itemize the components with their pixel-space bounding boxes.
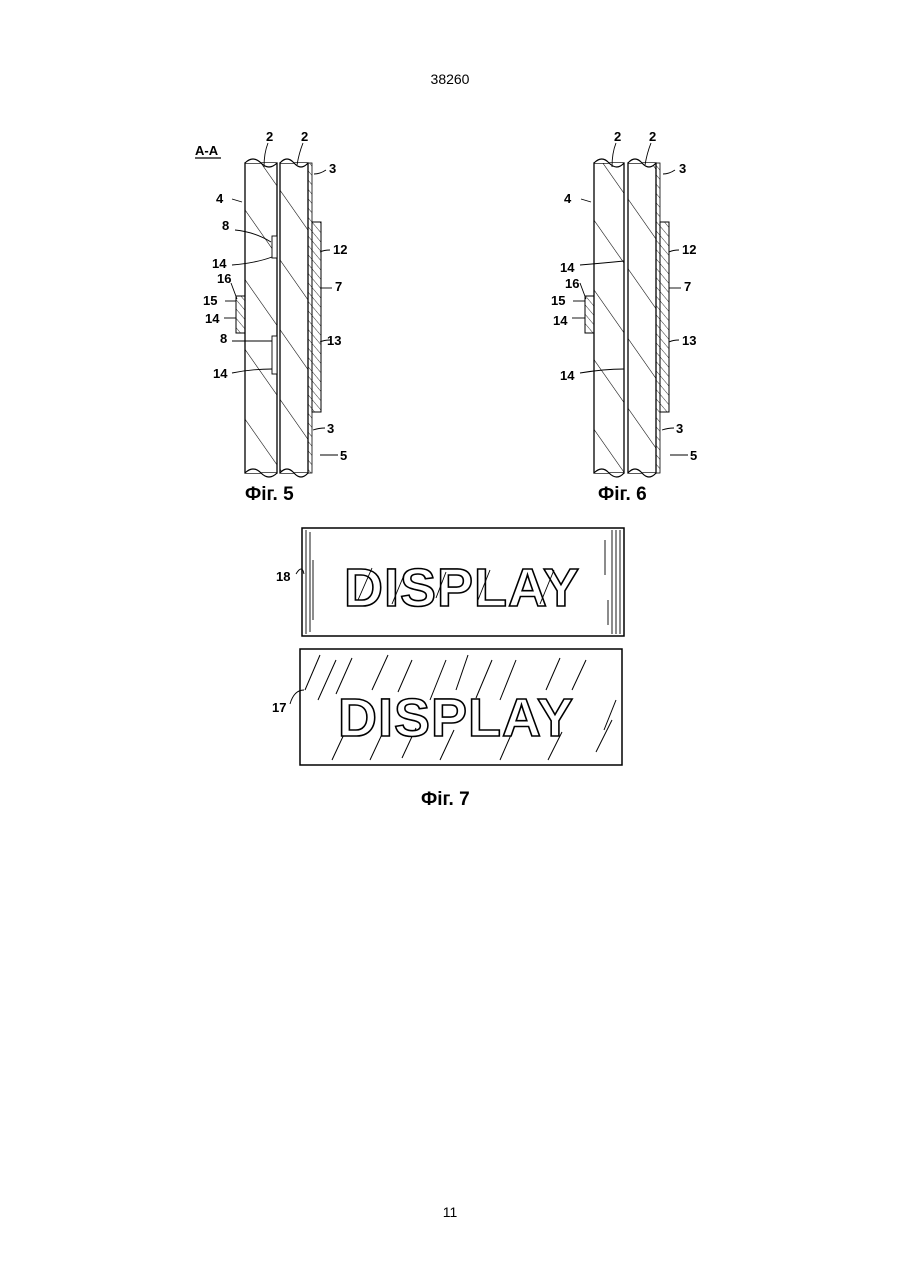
section-label: A-A — [195, 143, 219, 158]
ref-8: 8 — [220, 331, 227, 346]
figure-6: 2 2 3 4 14 16 15 14 14 12 7 13 3 5 Фіг. … — [551, 129, 697, 505]
glass-pane-right — [628, 163, 656, 473]
glass-pane-left — [245, 163, 277, 473]
ref-3: 3 — [329, 161, 336, 176]
ref-17: 17 — [272, 700, 286, 715]
figure-5: A-A — [195, 129, 347, 505]
ref-5: 5 — [690, 448, 697, 463]
glass-pane-right — [280, 163, 308, 473]
ref-14: 14 — [560, 260, 575, 275]
ref-3: 3 — [679, 161, 686, 176]
ref-4: 4 — [564, 191, 572, 206]
ref-2: 2 — [649, 129, 656, 144]
ref-3: 3 — [327, 421, 334, 436]
ref-16: 16 — [217, 271, 231, 286]
figure-caption: Фіг. 7 — [421, 789, 470, 810]
ref-12: 12 — [682, 242, 696, 257]
ref-15: 15 — [551, 293, 565, 308]
ref-2: 2 — [301, 129, 308, 144]
inset-8-lower — [272, 336, 277, 374]
coating-layer — [656, 163, 660, 473]
ref-4: 4 — [216, 191, 224, 206]
ref-2: 2 — [614, 129, 621, 144]
ref-14: 14 — [205, 311, 220, 326]
ref-18: 18 — [276, 569, 290, 584]
ref-14: 14 — [213, 366, 228, 381]
glass-pane-left — [594, 163, 624, 473]
left-element — [236, 296, 245, 333]
ref-5: 5 — [340, 448, 347, 463]
ref-12: 12 — [333, 242, 347, 257]
figure-caption: Фіг. 6 — [598, 484, 647, 505]
ref-8: 8 — [222, 218, 229, 233]
ref-13: 13 — [682, 333, 696, 348]
page-number-bottom: 11 — [0, 1204, 900, 1220]
figure-7: DISPLAY 18 — [272, 528, 624, 810]
panel-17-text: DISPLAY — [338, 688, 574, 748]
ref-15: 15 — [203, 293, 217, 308]
display-element — [660, 222, 669, 412]
figure-caption: Фіг. 5 — [245, 484, 294, 505]
ref-16: 16 — [565, 276, 579, 291]
ref-2: 2 — [266, 129, 273, 144]
panel-18-text: DISPLAY — [344, 558, 580, 618]
ref-7: 7 — [335, 279, 342, 294]
ref-14: 14 — [212, 256, 227, 271]
inset-8-upper — [272, 236, 277, 258]
ref-13: 13 — [327, 333, 341, 348]
display-element — [312, 222, 321, 412]
coating-layer — [308, 163, 312, 473]
ref-14: 14 — [560, 368, 575, 383]
left-element — [585, 296, 594, 333]
ref-3: 3 — [676, 421, 683, 436]
ref-7: 7 — [684, 279, 691, 294]
ref-14: 14 — [553, 313, 568, 328]
